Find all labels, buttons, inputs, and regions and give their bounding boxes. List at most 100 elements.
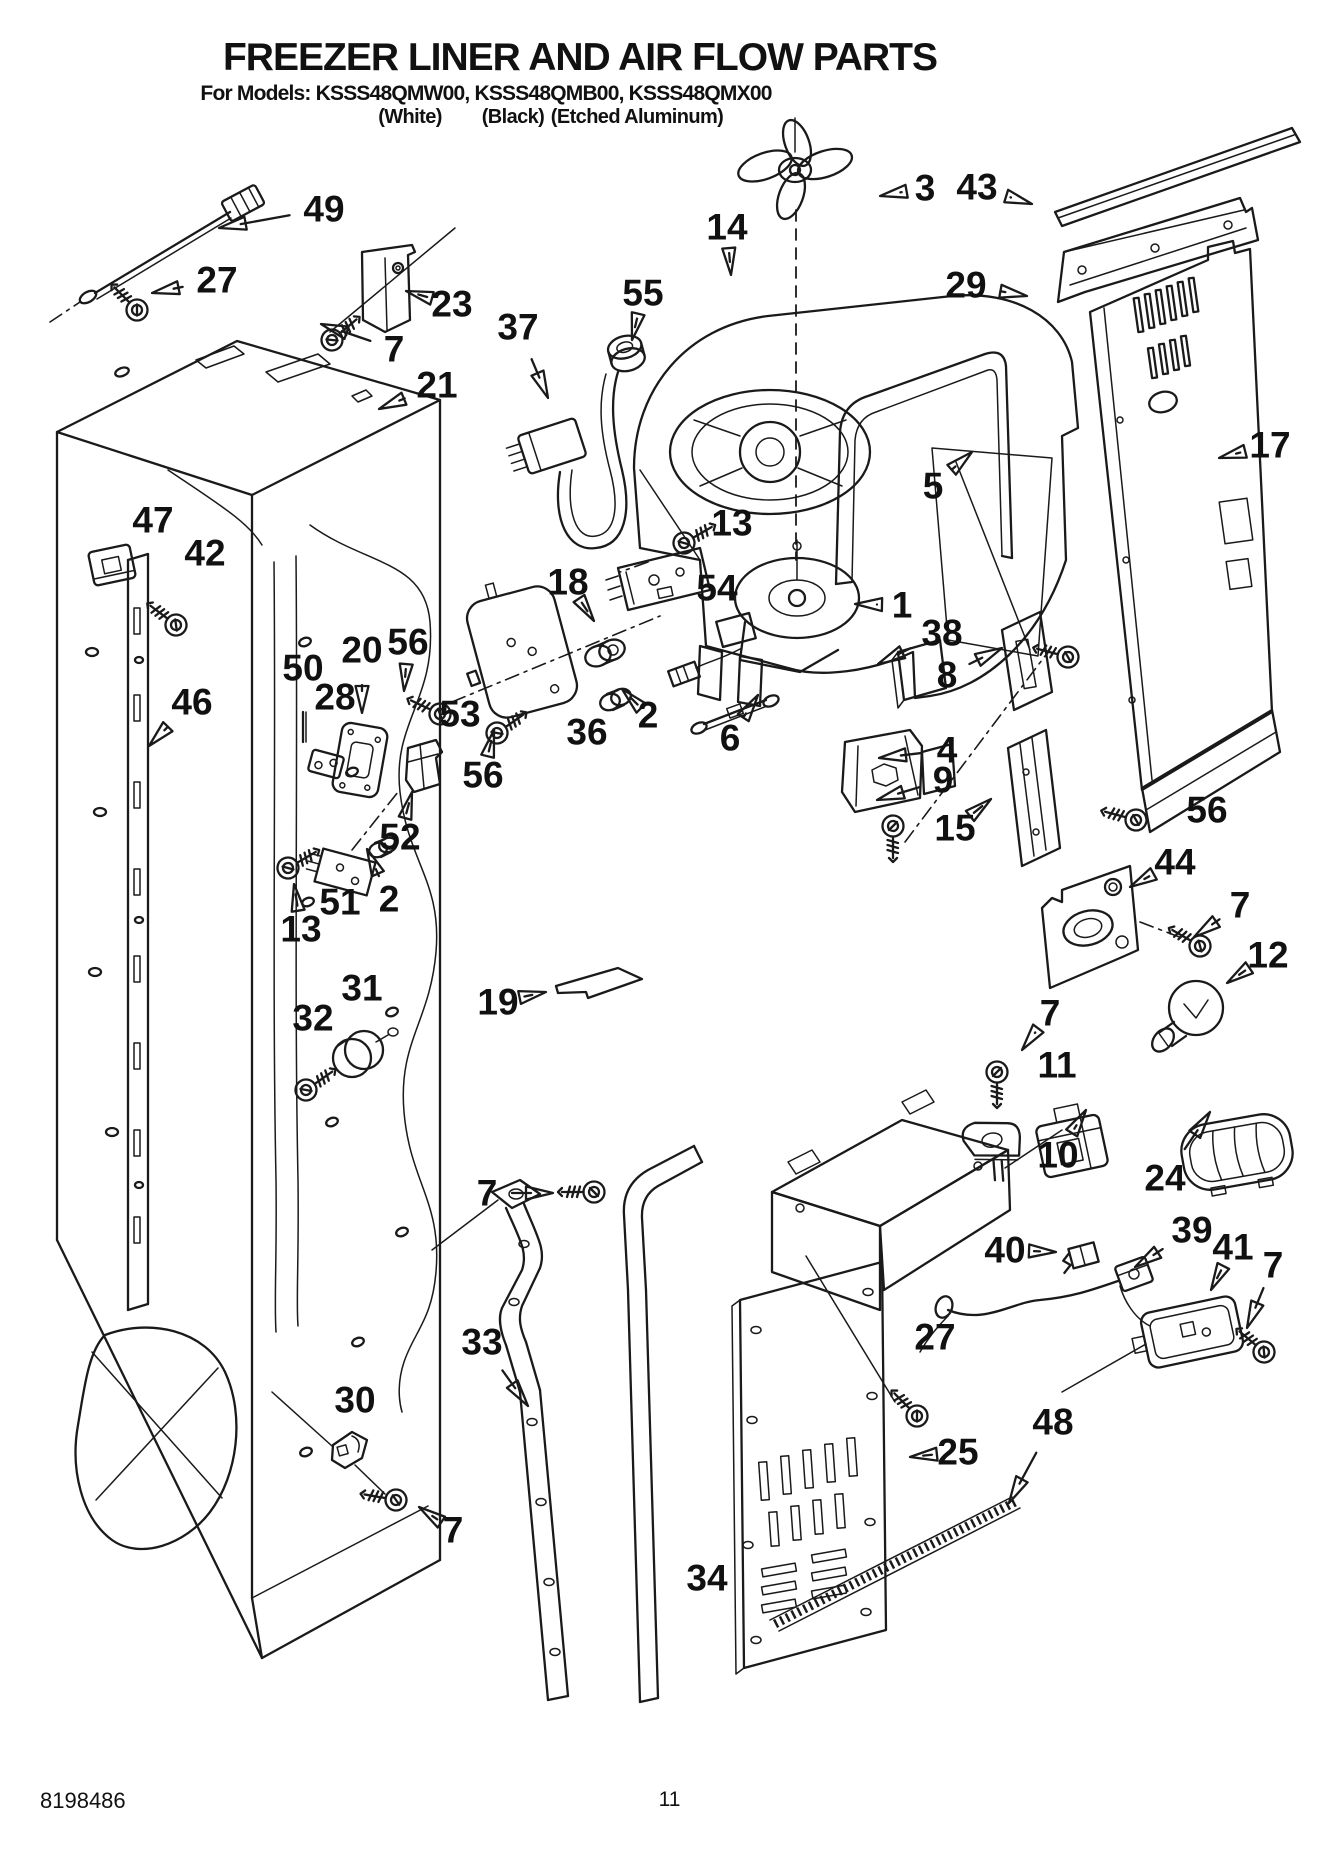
- svg-text:40: 40: [984, 1230, 1025, 1271]
- svg-text:7: 7: [1263, 1245, 1284, 1286]
- document-number: 8198486: [40, 1788, 126, 1813]
- callout-18: 18: [547, 562, 596, 623]
- callout-7-bottom: 7: [417, 1505, 464, 1551]
- svg-text:28: 28: [314, 677, 355, 718]
- screw-7-switch: [1228, 1319, 1280, 1368]
- foam-block-15: [1006, 728, 1062, 868]
- callout-41: 41: [1209, 1227, 1254, 1292]
- callout-20: 20: [341, 630, 383, 715]
- callout-54: 54: [696, 568, 738, 609]
- clip-30: [271, 1391, 386, 1495]
- callout-12: 12: [1225, 935, 1289, 985]
- screw-27-duct: [882, 1381, 933, 1432]
- bulb-12: [1151, 979, 1225, 1053]
- wire-harness-37-55: [505, 334, 646, 550]
- page-number: 11: [658, 1788, 681, 1811]
- svg-text:49: 49: [303, 189, 344, 230]
- callout-55: 55: [622, 273, 664, 342]
- svg-text:27: 27: [196, 260, 237, 301]
- callout-37: 37: [497, 307, 550, 400]
- svg-text:6: 6: [720, 718, 741, 759]
- screw-13-mid: [619, 514, 722, 573]
- bracket-52: [404, 738, 444, 794]
- callout-51: 51: [319, 882, 360, 923]
- callout-27-duct: 27: [914, 1317, 955, 1358]
- light-bracket-44: [1040, 864, 1183, 990]
- svg-text:34: 34: [686, 1558, 728, 1599]
- svg-text:46: 46: [171, 682, 212, 723]
- callout-8: 8: [937, 646, 1004, 696]
- svg-text:7: 7: [384, 329, 405, 370]
- control-board-54: [605, 546, 712, 612]
- callout-7-light: 7: [1020, 993, 1060, 1052]
- svg-text:13: 13: [711, 503, 752, 544]
- foam-block-8: [1000, 610, 1054, 712]
- bracket-29: [1056, 196, 1260, 304]
- callout-33: 33: [461, 1322, 530, 1408]
- hatch-strip-48: [769, 1496, 1021, 1632]
- svg-text:13: 13: [280, 909, 321, 950]
- svg-text:2: 2: [638, 695, 659, 736]
- callout-32: 32: [292, 998, 333, 1039]
- callout-7-44: 7: [1192, 885, 1250, 939]
- liner-cabinet-21: [55, 339, 442, 1660]
- page-title: FREEZER LINER AND AIR FLOW PARTS: [222, 36, 938, 79]
- callout-23: 23: [404, 284, 473, 325]
- svg-text:43: 43: [956, 167, 997, 208]
- svg-text:20: 20: [341, 630, 382, 671]
- svg-text:3: 3: [915, 168, 936, 209]
- socket-10: [1035, 1103, 1109, 1179]
- callout-50: 50: [282, 648, 323, 689]
- shelf-rail-46: [126, 552, 150, 1312]
- svg-text:4: 4: [937, 730, 958, 771]
- screw-7-44: [1162, 917, 1216, 962]
- callout-19: 19: [477, 982, 548, 1023]
- damper-31: [331, 1027, 399, 1079]
- svg-text:31: 31: [341, 968, 382, 1009]
- svg-text:14: 14: [706, 207, 748, 248]
- svg-text:25: 25: [937, 1432, 978, 1473]
- plate-20: [331, 721, 389, 799]
- svg-text:21: 21: [416, 365, 457, 406]
- callout-30: 30: [334, 1380, 375, 1421]
- strip-34: [622, 1144, 704, 1704]
- side-panel-17: [1088, 239, 1282, 834]
- svg-text:7: 7: [443, 1510, 464, 1551]
- svg-text:50: 50: [282, 648, 323, 689]
- screw-7-bottom: [357, 1482, 410, 1514]
- screw-32: [290, 1059, 343, 1106]
- svg-text:39: 39: [1171, 1210, 1212, 1251]
- svg-text:51: 51: [319, 882, 360, 923]
- callout-7-top-left: 7: [319, 322, 405, 370]
- screw-56-plate: [481, 702, 534, 749]
- board-51: [305, 847, 377, 897]
- air-control-cluster: [272, 688, 456, 897]
- callout-7-mid: 7: [477, 1173, 555, 1214]
- svg-text:5: 5: [923, 466, 944, 507]
- fan-motor-1: [666, 539, 861, 688]
- callout-24: 24: [1144, 1110, 1212, 1199]
- svg-text:2: 2: [379, 879, 400, 920]
- clip-28: [307, 748, 345, 780]
- callout-4: 4: [877, 730, 958, 771]
- callout-52: 52: [379, 790, 421, 858]
- svg-text:30: 30: [334, 1380, 375, 1421]
- bracket-33: [431, 1178, 570, 1702]
- callout-14: 14: [706, 207, 748, 277]
- svg-text:55: 55: [622, 273, 663, 314]
- screw-7-mid: [556, 1180, 606, 1204]
- callout-31: 31: [341, 968, 382, 1009]
- callout-25: 25: [908, 1432, 979, 1473]
- callout-43: 43: [956, 167, 1034, 208]
- svg-text:23: 23: [431, 284, 472, 325]
- svg-text:1: 1: [892, 585, 913, 626]
- svg-text:37: 37: [497, 307, 538, 348]
- screw-9: [881, 814, 905, 864]
- svg-text:15: 15: [934, 808, 975, 849]
- bushing-2-mid: [599, 687, 632, 712]
- clamp-bracket-23: [329, 227, 456, 334]
- callout-47: 47: [132, 500, 173, 541]
